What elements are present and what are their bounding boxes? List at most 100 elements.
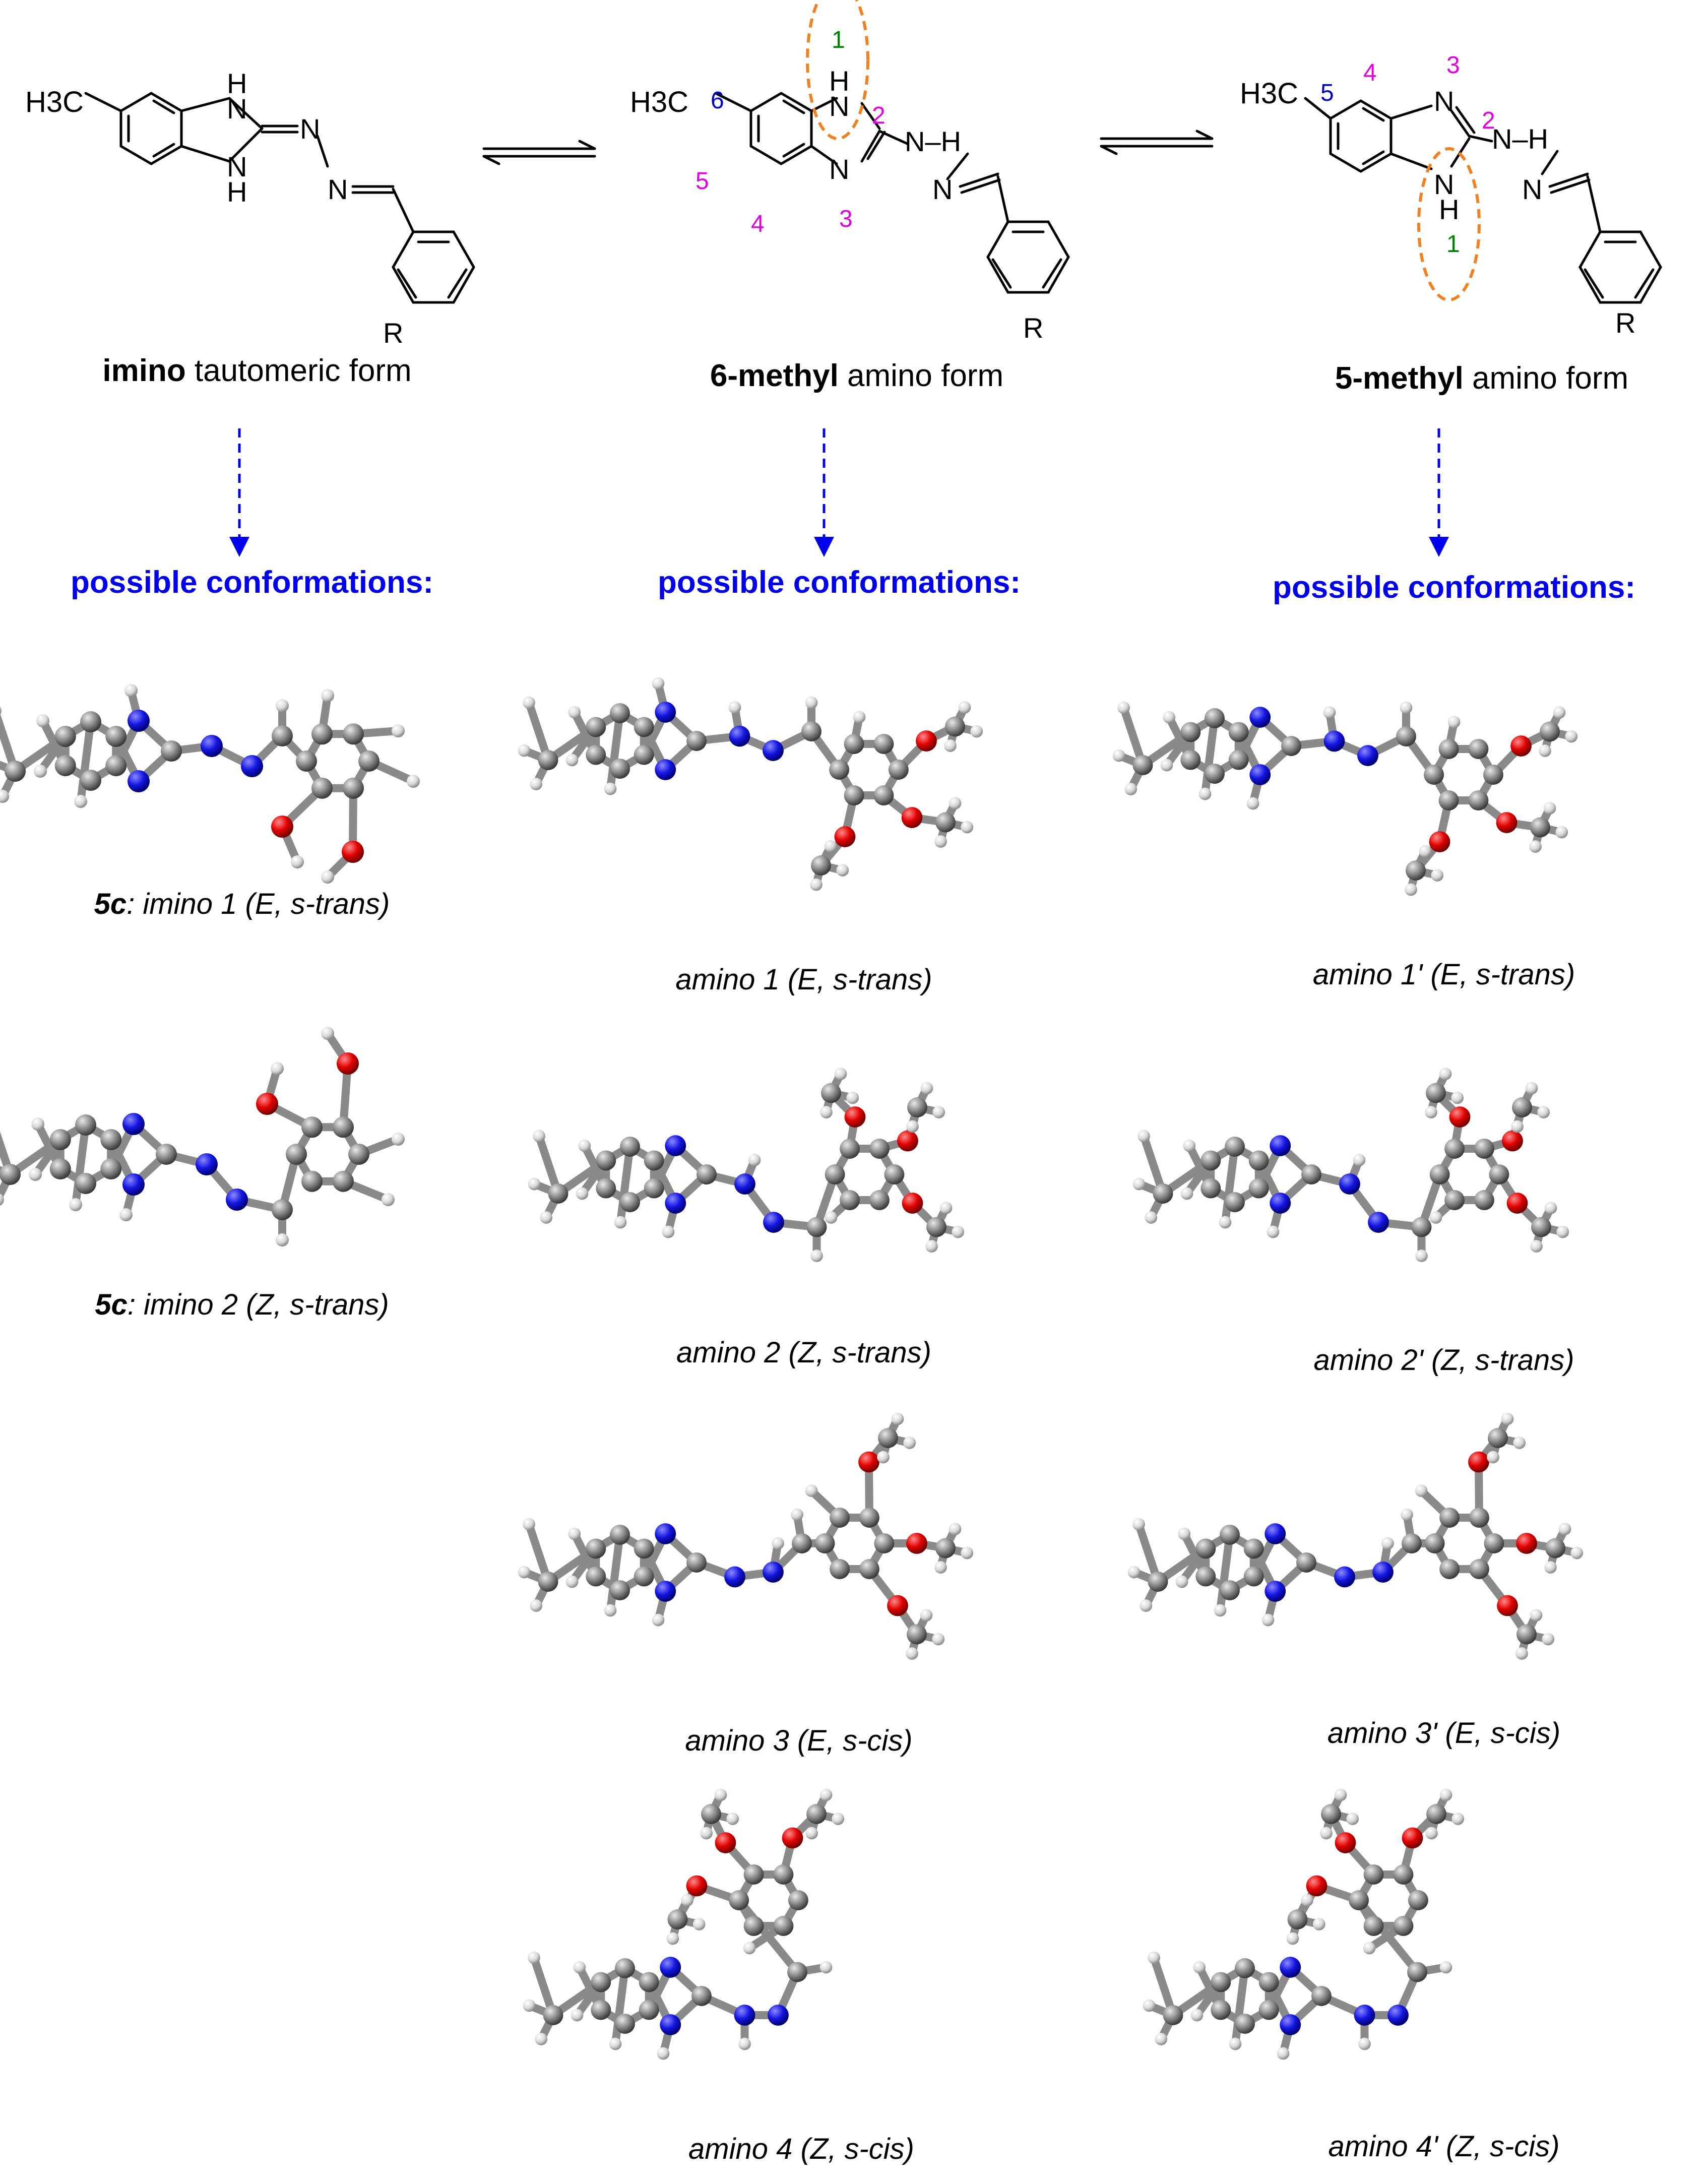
carbon-atom <box>1439 1508 1460 1528</box>
carbon-atom <box>620 1192 640 1213</box>
fivemethyl-nh-hydrazone: N–H <box>1492 123 1548 155</box>
carbon-atom <box>161 740 182 762</box>
imino-nh-top: H <box>227 68 247 99</box>
carbon-atom <box>869 1190 890 1210</box>
hydrogen-atom <box>1124 783 1137 795</box>
carbon-atom <box>907 1624 927 1645</box>
hydrogen-atom <box>518 1566 531 1579</box>
hydrogen-atom <box>1415 1250 1428 1262</box>
hydrogen-atom <box>407 775 420 788</box>
oxygen-atom <box>1497 1595 1518 1616</box>
oxygen-atom <box>834 826 856 847</box>
nitrogen-atom <box>1372 1562 1394 1583</box>
hydrogen-atom <box>1229 2037 1242 2050</box>
hydrogen-atom <box>535 2033 548 2045</box>
carbon-atom <box>1296 1552 1316 1573</box>
hydrogen-atom <box>69 1198 82 1211</box>
caption-amino-1p: amino 1' (E, s-trans) <box>1312 958 1575 991</box>
caption-imino-2-rest: : imino 2 (Z, s-trans) <box>127 1288 389 1321</box>
hydrogen-atom <box>1570 1546 1584 1559</box>
conformer-imino-1 <box>0 684 420 884</box>
hydrogen-atom <box>1155 2033 1168 2045</box>
oxygen-atom <box>897 1130 918 1152</box>
nitrogen-atom <box>660 1957 681 1978</box>
carbon-atom <box>1488 1428 1508 1448</box>
hydrogen-atom <box>1515 1647 1528 1660</box>
hydrogen-atom <box>1401 1508 1413 1521</box>
caption-imino-2: 5c: imino 2 (Z, s-trans) <box>95 1288 389 1322</box>
ball-and-stick-models <box>0 677 1584 2060</box>
hydrogen-atom <box>824 840 837 853</box>
hydrogen-atom <box>1353 1154 1366 1166</box>
carbon-atom <box>610 1524 630 1545</box>
carbon-atom <box>878 1428 898 1448</box>
carbon-atom <box>773 1864 794 1885</box>
carbon-atom <box>105 726 127 747</box>
carbon-atom <box>105 755 127 776</box>
hydrogen-atom <box>1415 1484 1428 1497</box>
hydrogen-atom <box>1363 1942 1376 1955</box>
nitrogen-atom <box>763 740 784 761</box>
hydrogen-atom <box>1193 1961 1206 1974</box>
hydrogen-atom <box>523 1999 536 2012</box>
carbon-atom <box>1287 1909 1308 1929</box>
oxygen-atom <box>686 1875 708 1897</box>
imino-n-exo: N <box>300 113 320 145</box>
carbon-atom <box>1444 1139 1465 1159</box>
bond-stick <box>525 1520 552 1586</box>
nitrogen-atom <box>724 1566 745 1588</box>
carbon-atom <box>844 734 864 754</box>
carbon-atom <box>1468 739 1489 759</box>
hydrogen-atom <box>276 1233 289 1246</box>
carbon-atom <box>644 1178 664 1199</box>
hydrogen-atom <box>920 1082 933 1095</box>
carbon-atom <box>873 734 894 754</box>
carbon-atom <box>1426 1083 1446 1103</box>
oxygen-atom <box>1402 1827 1423 1849</box>
carbon-atom <box>829 760 850 780</box>
nitrogen-atom <box>201 735 223 757</box>
hydrogen-atom <box>1286 1932 1299 1945</box>
tautomer-label-6methyl-rest: amino form <box>838 358 1004 393</box>
hydrogen-atom <box>726 1813 739 1825</box>
hydrogen-atom <box>1543 802 1556 815</box>
caption-imino-2-bold: 5c <box>95 1288 128 1321</box>
sixmethyl-pos-3: 3 <box>839 206 853 232</box>
nitrogen-atom <box>1270 1193 1291 1214</box>
carbon-atom <box>806 1804 827 1824</box>
equilibrium-arrow-2 <box>1100 130 1214 155</box>
carbon-atom <box>49 1158 71 1179</box>
hydrogen-atom <box>1558 1523 1571 1535</box>
fivemethyl-n-top: N <box>1434 85 1454 117</box>
carbon-atom <box>1531 1217 1551 1237</box>
nitrogen-atom <box>1354 2005 1375 2026</box>
carbon-atom <box>1200 1178 1221 1199</box>
carbon-atom <box>667 1909 688 1929</box>
hydrogen-atom <box>604 1604 617 1617</box>
carbon-atom <box>591 1972 611 1992</box>
carbon-atom <box>743 1916 764 1936</box>
carbon-atom <box>1225 1192 1245 1213</box>
carbon-atom <box>1228 722 1249 742</box>
hydrogen-atom <box>1555 826 1568 839</box>
nitrogen-atom <box>1334 1566 1355 1588</box>
caption-imino-1: 5c: imino 1 (E, s-trans) <box>94 887 390 921</box>
carbon-atom <box>1512 1097 1532 1117</box>
hydrogen-atom <box>573 1961 586 1974</box>
hydrogen-atom <box>1542 1633 1555 1646</box>
caption-imino-1-bold: 5c <box>94 888 127 920</box>
tautomer-label-5methyl-rest: amino form <box>1463 361 1629 396</box>
nitrogen-atom <box>122 1173 145 1196</box>
carbon-atom <box>935 1538 956 1558</box>
bond-stick <box>1134 1520 1162 1586</box>
hydrogen-atom <box>1267 1225 1280 1238</box>
nitrogen-atom <box>241 755 263 777</box>
tautomer-label-6methyl: 6-methyl amino form <box>710 358 1003 394</box>
carbon-atom <box>1205 764 1225 784</box>
nitrogen-atom <box>1387 2005 1409 2026</box>
carbon-atom <box>840 1139 860 1159</box>
bond-stick <box>525 699 552 764</box>
nitrogen-atom <box>1357 745 1378 766</box>
carbon-atom <box>1228 750 1249 770</box>
imino-nh-bottom: H <box>227 176 247 208</box>
